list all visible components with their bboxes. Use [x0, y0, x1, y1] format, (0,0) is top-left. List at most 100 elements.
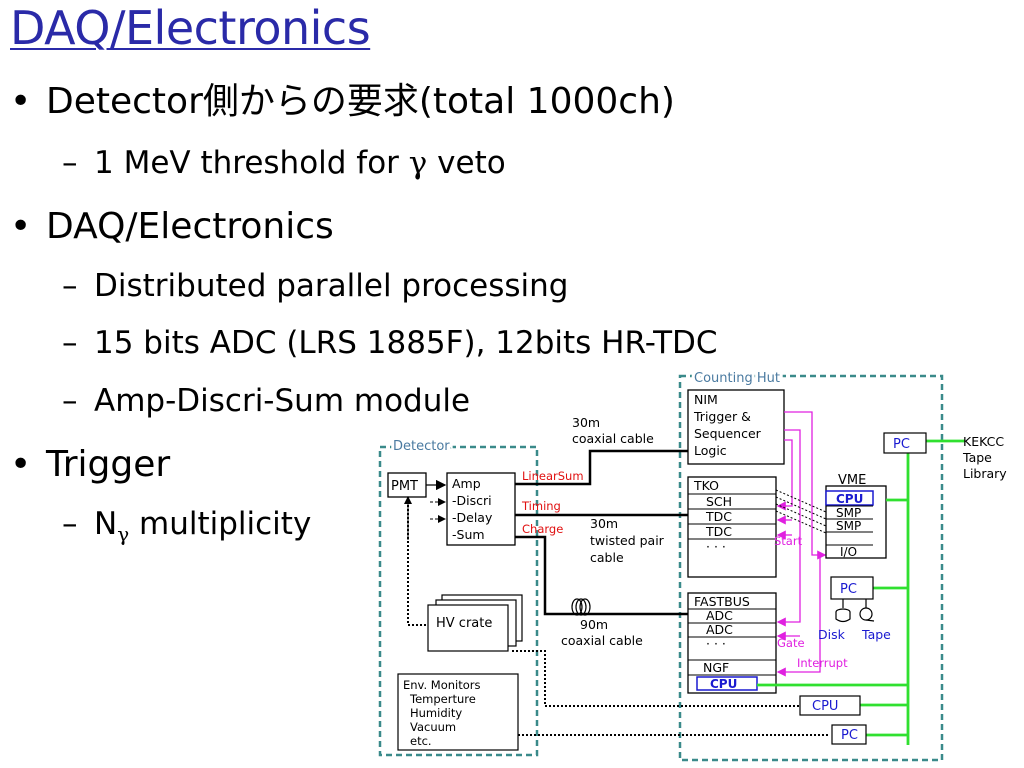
bullet-text: DAQ/Electronics — [46, 206, 334, 247]
sub-bullet-text: Amp-Discri-Sum module — [94, 383, 471, 419]
cable-30m-coax-1: 30m — [572, 415, 600, 430]
cable-30m-tp-2: twisted pair — [590, 533, 665, 548]
cable-30m-tp-3: cable — [590, 550, 624, 565]
vme-cpu-box — [825, 490, 874, 506]
vme-title: VME — [838, 473, 866, 488]
fastbus-row-1: ADC — [706, 608, 733, 623]
bullet-trigger: • Trigger — [10, 443, 170, 487]
n-symbol: N — [94, 506, 118, 542]
env-line-3: Humidity — [410, 706, 462, 720]
tko-row-4: · · · — [706, 539, 726, 554]
bullet-daq-electronics: • DAQ/Electronics — [10, 205, 334, 249]
cpu-bottom-box — [799, 695, 861, 716]
env-line-2: Temperture — [409, 692, 476, 706]
vme-row-2: SMP — [836, 506, 861, 520]
nim-line-1: NIM — [694, 392, 718, 407]
counting-hut-frame — [678, 374, 944, 762]
fastbus-row-6: CPU — [710, 677, 737, 691]
start-label: Start — [774, 534, 803, 548]
gamma-subscript: γ — [117, 522, 130, 547]
vme-row-5: I/O — [840, 545, 857, 559]
pc-mid-label: PC — [840, 582, 857, 597]
dash: – — [62, 325, 78, 361]
env-monitors-box — [397, 673, 519, 751]
bullet-dot: • — [10, 81, 32, 122]
bullet-dot: • — [10, 206, 32, 247]
nim-box — [687, 389, 785, 465]
amp-line-2: -Discri — [452, 493, 492, 508]
sub-bullet-multiplicity: –Nγ multiplicity — [62, 504, 311, 554]
sub-bullet-adc-tdc: –15 bits ADC (LRS 1885F), 12bits HR-TDC — [62, 323, 718, 363]
nim-line-2: Trigger & — [693, 409, 751, 424]
nim-line-4: Logic — [694, 443, 727, 458]
disk-label: Disk — [818, 627, 846, 642]
dash: – — [62, 383, 78, 419]
bullet-text: Detector側からの要求(total 1000ch) — [46, 81, 675, 122]
sub-bullet-threshold: –1 MeV threshold for γ veto — [62, 143, 506, 183]
fastbus-row-2: ADC — [706, 622, 733, 637]
vme-row-3: SMP — [836, 519, 861, 533]
fastbus-title: FASTBUS — [694, 594, 750, 609]
sub-bullet-parallel: –Distributed parallel processing — [62, 266, 568, 306]
tko-row-3: TDC — [705, 524, 732, 539]
hv-crate-box — [427, 604, 509, 652]
dash: – — [62, 145, 78, 181]
fastbus-cpu-box — [696, 676, 758, 691]
vme-row-1: CPU — [836, 492, 863, 506]
linearsum-label: LinearSum — [522, 469, 584, 483]
cable-30m-coax-2: coaxial cable — [572, 431, 654, 446]
coil-icon — [571, 598, 583, 616]
detector-label: Detector — [393, 439, 450, 454]
env-line-5: etc. — [410, 734, 432, 748]
pc-top-box — [883, 432, 927, 454]
gate-label: Gate — [777, 636, 805, 650]
sub-bullet-text: 1 MeV threshold for — [94, 145, 409, 181]
fastbus-row-5: NGF — [703, 660, 729, 675]
amp-module-box — [446, 472, 516, 546]
pc-top-label: PC — [893, 437, 910, 452]
env-line-1: Env. Monitors — [403, 678, 481, 692]
pc-mid-box — [830, 576, 874, 600]
cable-90m-2: coaxial cable — [561, 633, 643, 648]
timing-label: Timing — [521, 499, 561, 513]
dash: – — [62, 506, 78, 542]
cable-30m-tp-1: 30m — [590, 516, 618, 531]
interrupt-label: Interrupt — [797, 656, 848, 670]
pc-bottom-box — [831, 724, 867, 745]
tko-row-2: TDC — [705, 509, 732, 524]
amp-line-3: -Delay — [452, 510, 493, 525]
tko-title: TKO — [693, 478, 719, 493]
cpu-bottom-label: CPU — [812, 699, 838, 714]
gamma-symbol: γ — [408, 145, 428, 181]
bullet-detector-requirements: • Detector側からの要求(total 1000ch) — [10, 80, 675, 124]
tape-label: Tape — [861, 627, 891, 642]
slide-title: DAQ/Electronics — [10, 1, 371, 55]
kekcc-line-2: Tape — [962, 450, 992, 465]
hv-crate-label: HV crate — [436, 616, 492, 631]
bullet-text: Trigger — [46, 444, 171, 485]
bullet-dot: • — [10, 444, 32, 485]
tape-icon — [859, 607, 873, 621]
tko-row-1: SCH — [706, 494, 732, 509]
env-line-4: Vacuum — [410, 720, 456, 734]
amp-line-1: Amp — [452, 476, 481, 491]
sub-bullet-text: Distributed parallel processing — [94, 268, 569, 304]
amp-line-4: -Sum — [452, 527, 485, 542]
kekcc-line-1: KEKCC — [963, 434, 1004, 449]
sub-bullet-text: 15 bits ADC (LRS 1885F), 12bits HR-TDC — [94, 325, 718, 361]
sub-bullet-text-end: veto — [427, 145, 506, 181]
pc-bottom-label: PC — [841, 728, 858, 743]
charge-label: Charge — [522, 522, 563, 536]
counting-hut-label: Counting Hut — [694, 371, 780, 386]
kekcc-line-3: Library — [963, 466, 1007, 481]
dash: – — [62, 268, 78, 304]
sub-bullet-text-end: multiplicity — [129, 506, 312, 542]
sub-bullet-amp-module: –Amp-Discri-Sum module — [62, 381, 470, 421]
nim-line-3: Sequencer — [694, 426, 762, 441]
pmt-label: PMT — [391, 479, 418, 494]
detector-frame — [378, 445, 539, 757]
pmt-box — [387, 472, 427, 498]
fastbus-row-3: · · · — [706, 636, 726, 651]
cable-90m-1: 90m — [580, 617, 608, 632]
